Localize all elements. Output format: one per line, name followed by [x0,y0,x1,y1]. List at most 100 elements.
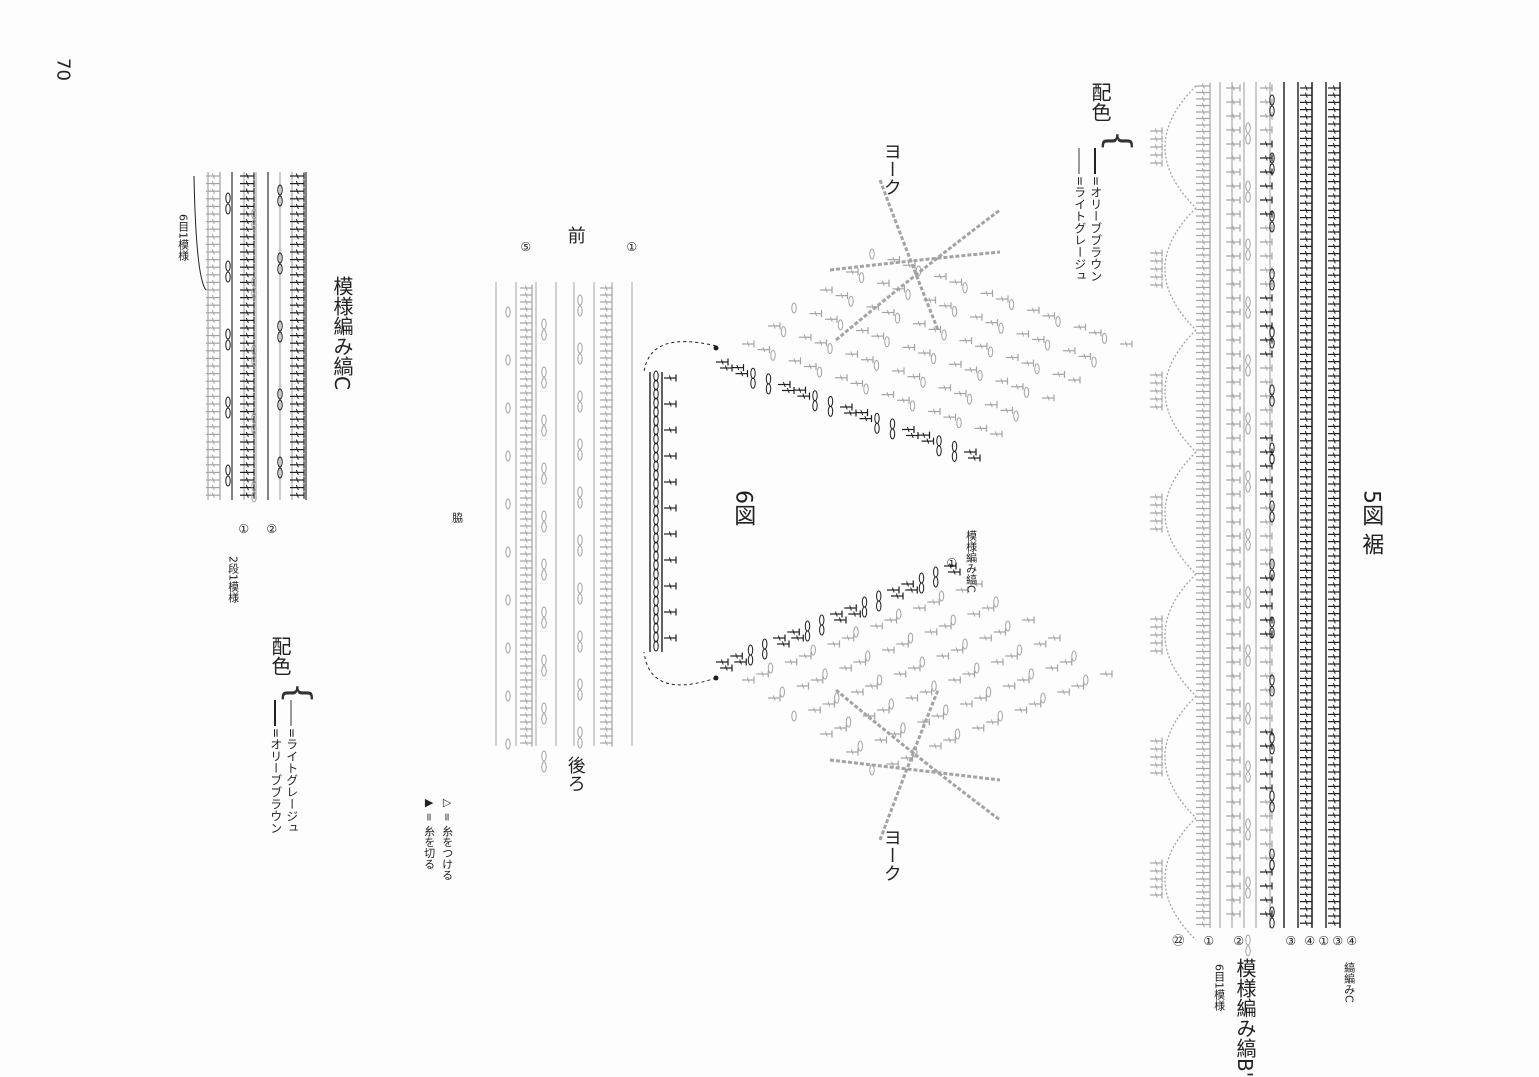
stitch-bar [1304,193,1308,199]
stitch-bar [1304,531,1308,538]
stitch-bar [1201,109,1205,115]
chain-oval [1245,423,1251,435]
chain-oval [577,294,583,306]
stitch-bar [524,572,528,578]
stitch-bar [524,635,528,641]
stitch-bar [1332,164,1336,170]
stitch-bar [604,593,608,599]
stitch-bar [1264,855,1268,861]
stitch-bar [1332,884,1336,890]
fig5-row-label: ③ [1330,934,1345,948]
chain-oval [1091,356,1097,368]
stitch-bar [211,302,215,308]
stitch-bar [1201,863,1205,869]
stitch-bar [1154,526,1158,532]
stitch-bar [1332,351,1336,358]
stitch-bar [524,628,528,634]
stitch-bar [1201,440,1205,447]
stitch-bar [211,469,215,476]
stitch-bar [1201,895,1205,902]
stitch-bar [1332,99,1336,106]
stitch-bar [858,659,862,665]
stitch-bar [958,390,962,397]
chain-oval [541,510,547,522]
stitch-bar [1231,393,1235,399]
stitch-bar [850,269,854,275]
chain-oval [251,219,257,231]
stitch-bar [1231,575,1235,581]
stitch-bar [1332,358,1336,365]
stitch-bar [813,707,816,713]
chain-oval [251,491,257,503]
chain-oval [541,329,547,341]
fig6-front-label: 前 [564,226,586,244]
stitch-bar [211,492,215,498]
stitch-bar [1231,155,1235,161]
chain-oval [977,370,983,381]
stitch-bar [968,449,972,455]
chain-oval [1269,790,1275,802]
crochet-charts [193,82,1341,957]
chain-oval [956,417,962,429]
stitch-bar [1332,495,1336,502]
stitch-bar [245,386,249,392]
stitch-bar [960,587,964,593]
stitch-bar [1304,358,1308,365]
stitch-bar [1231,533,1235,539]
stitch-bar [1332,488,1336,494]
stitch-bar [910,695,914,701]
stitch-bar [972,611,976,617]
motif-chain [829,179,1001,342]
chain-oval [750,377,756,389]
stitch-bar [886,647,890,653]
chain-oval [1269,558,1275,570]
stitch-bar [604,285,608,291]
stitch-bar [1332,848,1336,854]
stitch-bar [1264,155,1268,161]
fig5-row-label: ② [1231,934,1246,948]
chain-oval [861,596,868,608]
stitch-bar [604,425,608,431]
stitch-bar [1332,603,1336,610]
stitch-bar [295,492,299,498]
join-dot [713,345,719,351]
stitch-bar [211,188,215,194]
chain-oval [827,395,834,407]
stitch-bar [524,565,528,571]
chain-oval [225,407,231,419]
stitch-bar [668,401,672,407]
stitch-bar [295,401,299,407]
stitch-bar [1304,906,1308,912]
stitch-bar [1154,250,1158,256]
chain-oval [770,349,776,361]
chain-oval [653,478,659,490]
stitch-bar [1332,690,1336,696]
stitch-bar [875,623,878,629]
chain-oval [889,418,896,430]
stitch-bar [1231,491,1235,497]
chain-oval [577,305,583,317]
stitch-bar [1304,322,1308,329]
stitch-bar [1231,253,1235,259]
stitch-bar [1332,207,1336,214]
stitch-bar [245,340,249,346]
chain-oval [577,486,583,498]
chain-oval [869,248,875,260]
stitch-bar [1231,813,1235,819]
chain-oval [541,665,547,677]
stitch-bar [720,359,724,365]
chain-oval [653,433,659,445]
stitch-bar [1332,294,1336,300]
stitch-bar [1304,776,1308,782]
stitch-bar [1264,491,1268,497]
stitch-bar [1154,884,1158,890]
stitch-bar [1201,492,1205,499]
stitch-bar [838,617,842,623]
stitch-bar [1201,343,1205,349]
stitch-bar [524,523,528,529]
stitch-bar [211,173,215,179]
stitch-bar [604,698,608,704]
chain-oval [827,405,834,417]
stitch-bar [211,234,215,240]
stitch-bar [1201,518,1205,525]
